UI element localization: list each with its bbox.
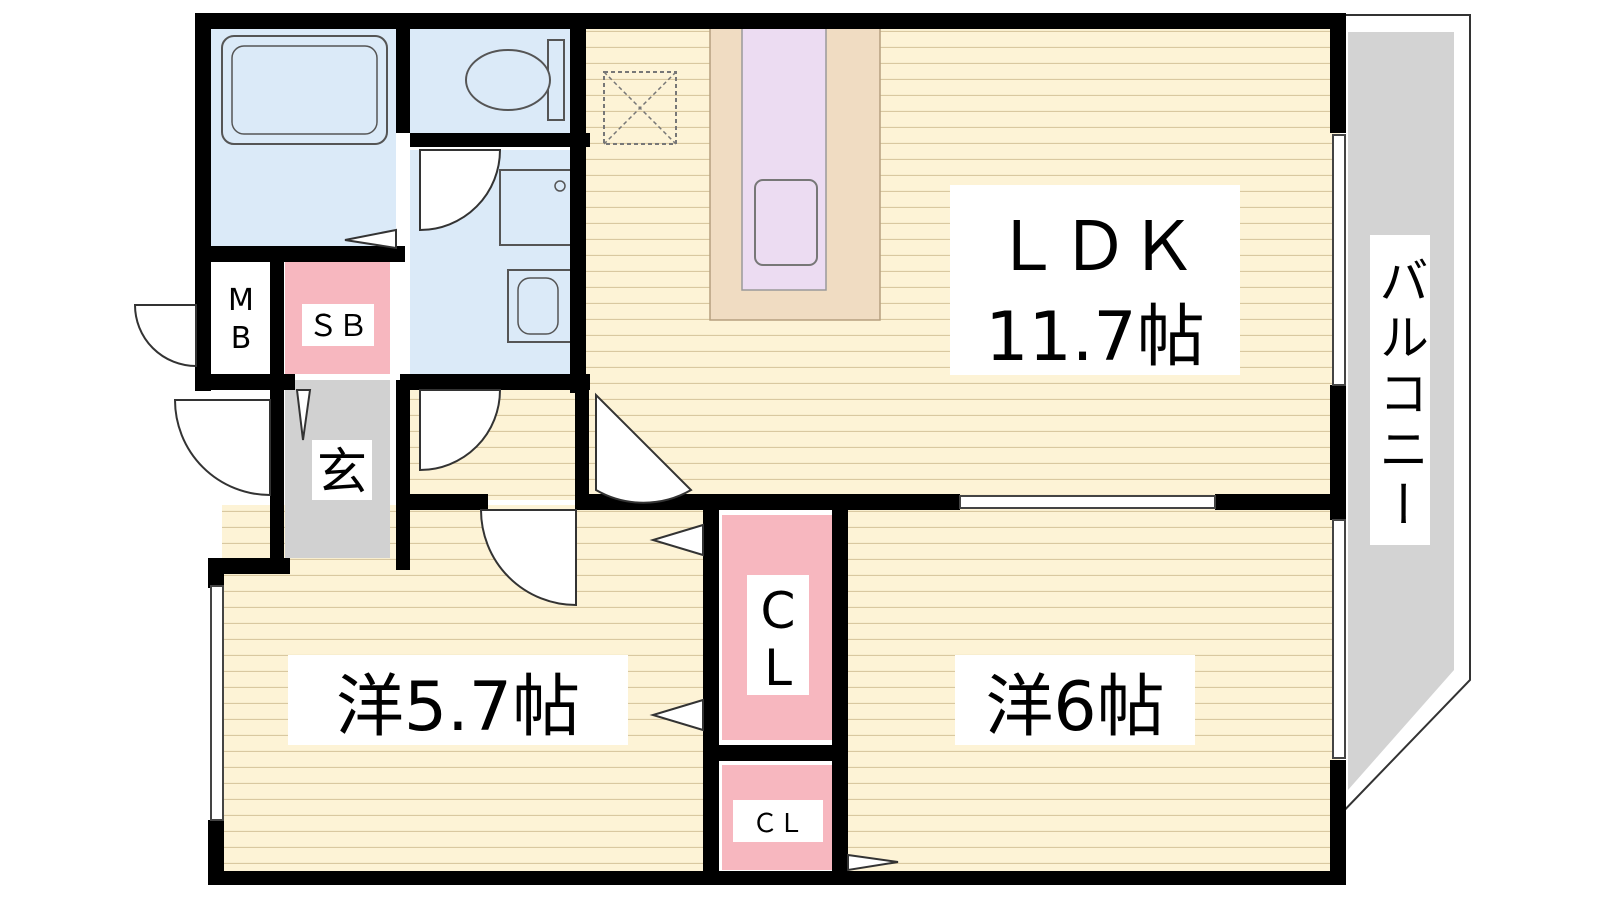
meter-box-label-m: M	[228, 283, 254, 318]
walls	[195, 13, 1346, 885]
balcony-label-bg	[1370, 235, 1430, 545]
balcony-label: バルコニー	[1371, 255, 1429, 535]
closet-small-label: ＣＬ	[752, 809, 804, 839]
shoe-box-label: ＳＢ	[308, 309, 368, 344]
washing-machine-icon	[499, 169, 579, 246]
bathtub-icon	[221, 35, 388, 145]
toilet-icon	[465, 49, 551, 111]
refrigerator-space	[603, 71, 677, 145]
meter-box	[210, 262, 270, 374]
entrance-label-bg	[312, 440, 372, 500]
shoe-box-label-bg	[302, 304, 374, 346]
windows	[210, 134, 1346, 821]
sink-icon	[754, 179, 818, 266]
closet-large-label-c: C	[761, 582, 796, 640]
western-b-label-bg	[955, 655, 1195, 745]
western-b-label: 洋6帖	[985, 668, 1164, 747]
ldk-size: 11.7帖	[985, 298, 1204, 377]
ldk-name: ＬＤＫ	[993, 208, 1197, 287]
closet-large-label-bg	[747, 575, 809, 695]
western-a-label: 洋5.7帖	[336, 668, 580, 747]
western-a-label-bg	[288, 655, 628, 745]
closet-large-label-l: L	[764, 639, 792, 697]
entrance-label: 玄	[317, 443, 367, 501]
closet-small-label-bg	[733, 800, 823, 842]
ldk-label-bg	[950, 185, 1240, 375]
meter-box-label-b: B	[231, 321, 252, 356]
doors	[133, 149, 899, 872]
